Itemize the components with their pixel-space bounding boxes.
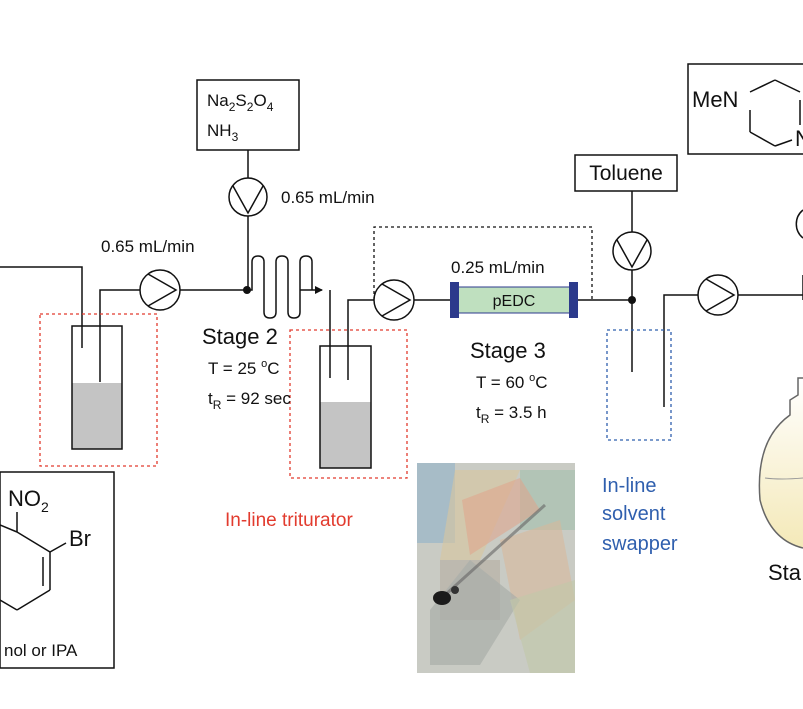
column-label: pEDC [493,293,536,310]
stage-2-residence-time: tR = 92 sec [208,389,291,412]
flow-rate-stage3: 0.25 mL/min [451,258,545,277]
blue-dashed-box [606,329,672,441]
stage-label-cut: Sta [768,560,802,585]
vial-1 [39,313,158,467]
triturator-label: In-line triturator [225,510,353,531]
stage-3-residence-time: tR = 3.5 h [476,403,547,426]
nitro-group-label: NO2 [8,486,49,515]
junction-dot [628,296,636,304]
structure-box-left: NO2 Br nol or IPA [0,471,115,669]
swapper-label: In-line solvent swapper [602,475,678,555]
reagent-box-toluene: Toluene [574,154,678,192]
svg-text:swapper: swapper [602,533,678,555]
pump-4 [612,231,652,271]
coil-reactor [246,255,313,319]
benzene-ring [0,512,67,611]
svg-text:solvent: solvent [602,503,666,525]
na2s2o4-label: Na2S2O4 [207,91,274,114]
round-bottom-flask: Sta [758,377,803,585]
svg-text:In-line: In-line [602,475,656,497]
stage-3-temperature: T = 60 oC [476,372,548,392]
piperazine-ring [749,79,801,147]
flow-rate-left: 0.65 mL/min [101,237,195,256]
solvent-swapper [606,329,672,441]
pump-1 [139,269,181,311]
reactor-photo [417,463,575,673]
structure-box-right: MeN N [687,63,803,155]
stage-2-info: Stage 2 T = 25 oC tR = 92 sec [202,324,291,412]
dashed-loop [373,226,593,300]
methylamine-label: MeN [692,87,738,112]
stage-3-info: Stage 3 T = 60 oC tR = 3.5 h [470,338,548,426]
stage-2-title: Stage 2 [202,324,278,349]
flow-rate-top: 0.65 mL/min [281,188,375,207]
pump-2 [228,177,268,217]
nh3-label: NH3 [207,121,239,144]
stage-3-title: Stage 3 [470,338,546,363]
reagent-box-na2s2o4-nh3: Na2S2O4 NH3 [196,79,300,151]
stage-2-temperature: T = 25 oC [208,358,280,378]
pump-5 [697,274,739,316]
red-dashed-box [289,329,408,479]
pump-6-partial [795,209,803,239]
pump-3 [373,279,415,321]
solvent-label: nol or IPA [4,641,78,660]
bromo-label: Br [69,526,91,551]
piperazine-n-label: N [795,126,803,151]
red-dashed-box [39,313,158,467]
tubing [0,150,803,407]
toluene-label: Toluene [589,162,663,185]
vial-2-triturator [289,329,408,479]
pedc-column: pEDC [450,282,578,318]
